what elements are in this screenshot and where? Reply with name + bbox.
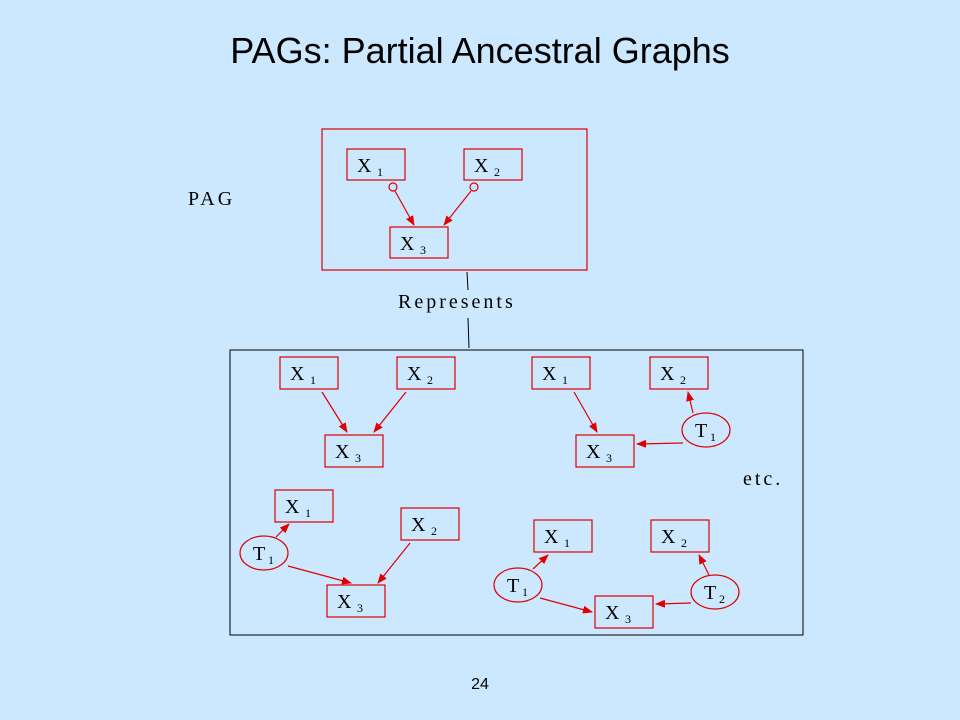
dag4-node-t2: T 2: [690, 574, 740, 610]
dag1-node-x1: X 1: [279, 356, 339, 390]
svg-text:X: X: [335, 441, 350, 463]
svg-text:2: 2: [680, 373, 686, 387]
slide-title: PAGs: Partial Ancestral Graphs: [230, 30, 730, 71]
connector-line-bottom: [467, 317, 470, 349]
dag3-edge-t1-x1: [275, 523, 290, 538]
svg-text:2: 2: [431, 524, 437, 538]
svg-text:1: 1: [377, 165, 383, 179]
etc-label: etc.: [743, 468, 783, 490]
dag1-node-x2: X 2: [396, 356, 456, 390]
dag3-edge-t1-x3: [287, 565, 352, 585]
svg-text:X: X: [337, 591, 352, 613]
dag4-edge-t2-x3: [655, 599, 692, 608]
dag1-node-x3: X 3: [324, 434, 384, 468]
dag2-edge-x1-x3: [573, 391, 598, 433]
svg-text:3: 3: [625, 612, 631, 626]
dag3-node-x3: X 3: [326, 584, 386, 618]
svg-text:3: 3: [420, 243, 426, 257]
svg-text:3: 3: [606, 451, 612, 465]
dag4-node-x2: X 2: [650, 519, 710, 553]
dag2-edge-t1-x2: [686, 391, 694, 414]
represents-label: Represents: [398, 291, 516, 313]
dag1-edge-x2-x3: [373, 391, 407, 433]
dag3-edge-x2-x3: [377, 542, 411, 584]
page-number: 24: [471, 676, 489, 693]
svg-text:X: X: [290, 363, 305, 385]
pag-frame: [321, 128, 588, 271]
svg-text:1: 1: [562, 373, 568, 387]
svg-text:X: X: [285, 496, 300, 518]
svg-text:2: 2: [719, 592, 725, 606]
svg-text:X: X: [407, 363, 422, 385]
represented-dags-frame: [229, 349, 804, 636]
svg-text:1: 1: [268, 553, 274, 567]
dag4-edge-t1-x1: [532, 554, 549, 570]
svg-text:3: 3: [355, 451, 361, 465]
pag-node-x2: X 2: [463, 148, 523, 181]
svg-text:X: X: [544, 526, 559, 548]
dag1-edge-x1-x3: [321, 391, 348, 433]
dag3-node-t1: T 1: [239, 535, 289, 571]
svg-text:1: 1: [522, 585, 528, 599]
dag4-edge-t1-x3: [539, 597, 593, 614]
pag-edge-x2-x3: [443, 182, 479, 226]
dag-3: X 1 X 2 X 3 T 1: [239, 489, 460, 618]
svg-text:X: X: [474, 155, 489, 177]
svg-text:T: T: [253, 543, 265, 565]
svg-text:X: X: [357, 155, 372, 177]
svg-text:2: 2: [427, 373, 433, 387]
pag-node-x3: X 3: [389, 226, 449, 259]
svg-text:X: X: [542, 363, 557, 385]
pag-edge-x1-x3: [388, 182, 415, 226]
dag-1: X 1 X 2 X 3: [279, 356, 456, 468]
dag2-node-x3: X 3: [575, 434, 635, 468]
svg-text:1: 1: [310, 373, 316, 387]
svg-text:1: 1: [710, 430, 716, 444]
pag-node-x1: X 1: [346, 148, 406, 181]
dag4-node-x1: X 1: [533, 519, 593, 553]
svg-text:X: X: [411, 514, 426, 536]
svg-text:X: X: [605, 602, 620, 624]
dag2-node-x2: X 2: [649, 356, 709, 390]
svg-text:2: 2: [681, 536, 687, 550]
connector-line-top: [466, 271, 469, 291]
svg-text:T: T: [507, 575, 519, 597]
dag2-edge-t1-x3: [636, 439, 684, 448]
dag2-node-x1: X 1: [531, 356, 591, 390]
svg-text:T: T: [704, 582, 716, 604]
dag4-edge-t2-x2: [698, 554, 710, 576]
dag4-node-t1: T 1: [493, 567, 543, 603]
svg-text:T: T: [695, 420, 707, 442]
svg-text:X: X: [660, 363, 675, 385]
dag3-node-x2: X 2: [400, 507, 460, 541]
dag4-node-x3: X 3: [594, 595, 654, 629]
svg-text:X: X: [661, 526, 676, 548]
svg-text:X: X: [400, 233, 415, 255]
dag2-node-t1: T 1: [681, 412, 731, 448]
svg-text:1: 1: [564, 536, 570, 550]
svg-text:1: 1: [305, 506, 311, 520]
pag-label: PAG: [188, 188, 235, 210]
svg-text:3: 3: [357, 601, 363, 615]
svg-text:X: X: [586, 441, 601, 463]
dag3-node-x1: X 1: [274, 489, 334, 523]
dag-4: X 1 X 2 X 3 T 1 T 2: [493, 519, 740, 629]
dag-2: X 1 X 2 X 3 T 1: [531, 356, 731, 468]
svg-text:2: 2: [494, 165, 500, 179]
